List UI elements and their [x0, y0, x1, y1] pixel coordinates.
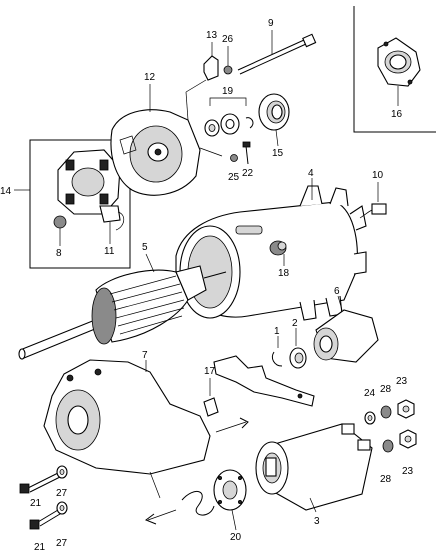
callout-11: 11: [104, 246, 115, 257]
part-21-bolt-upper: [19, 471, 63, 494]
part-19-washer-set: [204, 97, 254, 137]
callout-21-lower: 21: [34, 542, 46, 553]
callout-19: 19: [222, 86, 234, 97]
callout-27-lower: 27: [56, 538, 68, 549]
callout-14: 14: [0, 186, 12, 197]
part-27-washer-upper: [56, 465, 68, 479]
callout-20: 20: [230, 532, 242, 543]
callout-21-upper: 21: [30, 498, 42, 509]
callout-28-upper: 28: [380, 384, 392, 395]
part-23-nut-upper: [397, 399, 415, 419]
callout-6: 6: [334, 286, 340, 297]
callout-18: 18: [278, 268, 290, 279]
callout-28-lower: 28: [380, 474, 392, 485]
part-21-bolt-lower: [29, 509, 61, 530]
part-3-solenoid: [255, 423, 373, 513]
callout-22: 22: [242, 168, 254, 179]
callout-8: 8: [56, 248, 62, 259]
part-6-pinion: [313, 295, 379, 363]
callout-5: 5: [142, 242, 148, 253]
part-15-seal: [258, 93, 290, 147]
part-5-armature: [18, 253, 227, 360]
callout-10: 10: [372, 170, 384, 181]
callout-23-lower: 23: [402, 466, 414, 477]
callout-7: 7: [142, 350, 148, 361]
part-25-22-screws: [230, 141, 251, 165]
part-spring-clip: [181, 491, 215, 516]
callout-12: 12: [144, 72, 156, 83]
callout-3: 3: [314, 516, 320, 527]
part-23-nut-lower: [399, 429, 417, 449]
callout-26: 26: [222, 34, 234, 45]
callout-1: 1: [274, 326, 280, 337]
part-16-gasket: [377, 37, 421, 106]
callout-25: 25: [228, 172, 240, 183]
callout-15: 15: [272, 148, 284, 159]
part-24-washer: [364, 411, 376, 425]
part-7-front-housing: [43, 359, 211, 499]
callout-2: 2: [292, 318, 298, 329]
part-18-grommet: [269, 240, 287, 266]
part-17-pad: [203, 378, 219, 417]
part-9-through-bolt: [237, 30, 317, 75]
part-28-washer-lower: [382, 439, 394, 453]
arrow-right-indicator: [215, 417, 249, 433]
brush-holder-inset-box: [14, 139, 131, 269]
part-lever: [213, 355, 315, 407]
inset-frame: [353, 6, 436, 133]
part-14-brush-holder: [53, 149, 125, 246]
callout-labels: 1 2 3 4 5 6 7 8 9 10 11 12 13 14 15 16 1…: [0, 18, 414, 553]
callout-23-upper: 23: [396, 376, 408, 387]
part-27-washer-lower: [56, 501, 68, 515]
part-26-nut: [223, 46, 233, 75]
part-12-rear-housing: [110, 79, 223, 196]
callout-24: 24: [364, 388, 376, 399]
callout-9: 9: [268, 18, 274, 29]
arrow-left-indicator: [144, 509, 177, 525]
part-28-washer-upper: [380, 405, 392, 419]
part-13-bracket: [203, 42, 219, 81]
callout-27-upper: 27: [56, 488, 68, 499]
part-20-plate: [213, 469, 247, 531]
callout-4: 4: [308, 168, 314, 179]
callout-13: 13: [206, 30, 218, 41]
callout-16: 16: [391, 109, 403, 120]
callout-17: 17: [204, 366, 216, 377]
part-2-stop-collar: [289, 328, 307, 369]
part-10-lead: [359, 182, 387, 219]
part-1-clip: [271, 336, 283, 367]
